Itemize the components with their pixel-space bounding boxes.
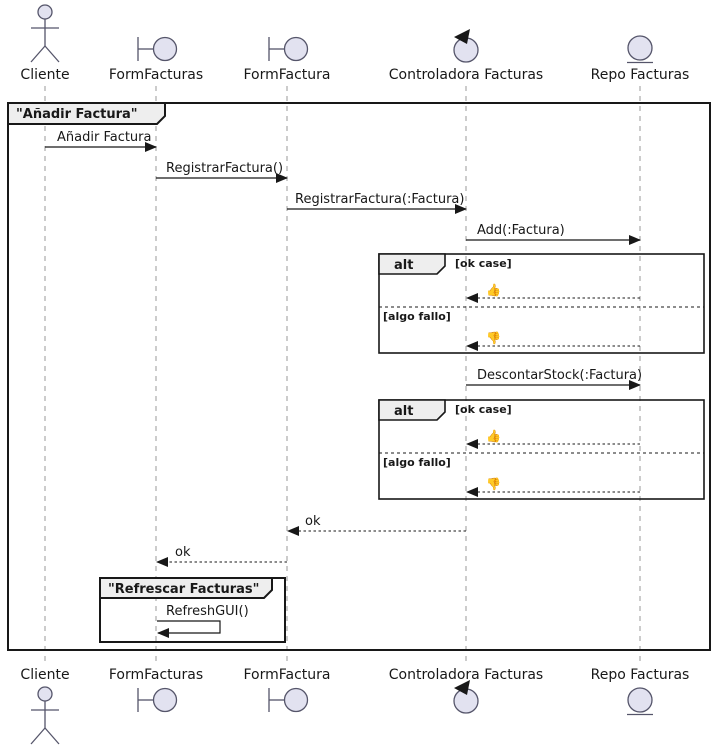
message-add-factura: Add(:Factura) <box>466 223 641 245</box>
outer-frame-title: "Añadir Factura" <box>16 107 138 122</box>
message-label: Añadir Factura <box>57 130 152 145</box>
entity-icon <box>627 35 653 64</box>
self-message-arrow <box>157 620 221 638</box>
alt-operator: alt <box>394 404 413 419</box>
control-icon <box>453 680 479 714</box>
alt-fragment-1: alt [ok case] 👍 [algo fallo] 👎 <box>378 253 705 354</box>
outer-frame: "Añadir Factura" <box>7 102 711 651</box>
participant-label: FormFacturas <box>109 667 203 683</box>
thumbs-down-icon: 👎 <box>486 477 501 491</box>
message-registrar-factura-param: RegistrarFactura(:Factura) <box>287 192 467 214</box>
participant-cliente-top: Cliente <box>20 4 70 83</box>
thumbs-up-icon: 👍 <box>486 283 501 297</box>
message-anadir-factura: Añadir Factura <box>45 130 157 152</box>
message-ok-to-formfacturas: ok <box>156 545 287 567</box>
alt-fragment-2: alt [ok case] 👍 [algo fallo] 👎 <box>378 399 705 500</box>
participant-label: Repo Facturas <box>591 67 690 83</box>
boundary-icon <box>268 687 309 713</box>
inner-frame: "Refrescar Facturas" RefreshGUI() <box>99 577 286 643</box>
message-label: DescontarStock(:Factura) <box>477 368 642 383</box>
control-icon <box>453 29 479 63</box>
message-ok-to-formfactura: ok <box>287 514 466 536</box>
message-descontar-stock: DescontarStock(:Factura) <box>466 368 642 390</box>
participant-cliente-bottom: Cliente <box>20 667 70 745</box>
alt-operator-tab <box>378 399 446 421</box>
actor-icon <box>30 686 60 745</box>
participant-controladora-bottom: Controladora Facturas <box>389 667 543 714</box>
participant-repo-top: Repo Facturas <box>591 35 690 83</box>
participant-label: Cliente <box>20 67 69 83</box>
message-label: ok <box>175 545 191 560</box>
participant-label: Controladora Facturas <box>389 67 543 83</box>
message-label: RegistrarFactura(:Factura) <box>295 192 464 207</box>
participant-formfactura-bottom: FormFactura <box>243 667 331 713</box>
participant-formfacturas-top: FormFacturas <box>109 36 203 83</box>
participant-label: FormFactura <box>243 667 330 683</box>
thumbs-up-icon: 👍 <box>486 429 501 443</box>
message-label: RegistrarFactura() <box>166 161 283 176</box>
alt-guard-ok: [ok case] <box>455 403 512 416</box>
participant-label: Repo Facturas <box>591 667 690 683</box>
participant-controladora-top: Controladora Facturas <box>389 29 543 83</box>
participant-label: FormFacturas <box>109 67 203 83</box>
boundary-icon <box>268 36 309 62</box>
alt-guard-fail: [algo fallo] <box>383 310 451 323</box>
alt-guard-ok: [ok case] <box>455 257 512 270</box>
boundary-icon <box>137 687 178 713</box>
alt-operator: alt <box>394 258 413 273</box>
message-label: RefreshGUI() <box>166 604 249 619</box>
entity-icon <box>627 687 653 716</box>
participant-formfacturas-bottom: FormFacturas <box>109 667 203 713</box>
outer-frame-tab <box>7 102 166 125</box>
boundary-icon <box>137 36 178 62</box>
message-label: Add(:Factura) <box>477 223 565 238</box>
inner-frame-tab <box>99 577 273 599</box>
actor-icon <box>30 4 60 63</box>
participant-label: Cliente <box>20 667 69 683</box>
message-registrar-factura: RegistrarFactura() <box>156 161 288 183</box>
alt-guard-fail: [algo fallo] <box>383 456 451 469</box>
inner-frame-title: "Refrescar Facturas" <box>108 582 259 597</box>
thumbs-down-icon: 👎 <box>486 331 501 345</box>
message-label: ok <box>305 514 321 529</box>
alt-operator-tab <box>378 253 446 275</box>
participant-formfactura-top: FormFactura <box>243 36 331 83</box>
participant-label: FormFactura <box>243 67 330 83</box>
participant-repo-bottom: Repo Facturas <box>591 667 690 716</box>
participant-label: Controladora Facturas <box>389 667 543 683</box>
message-refresh-gui: RefreshGUI() <box>157 604 249 638</box>
